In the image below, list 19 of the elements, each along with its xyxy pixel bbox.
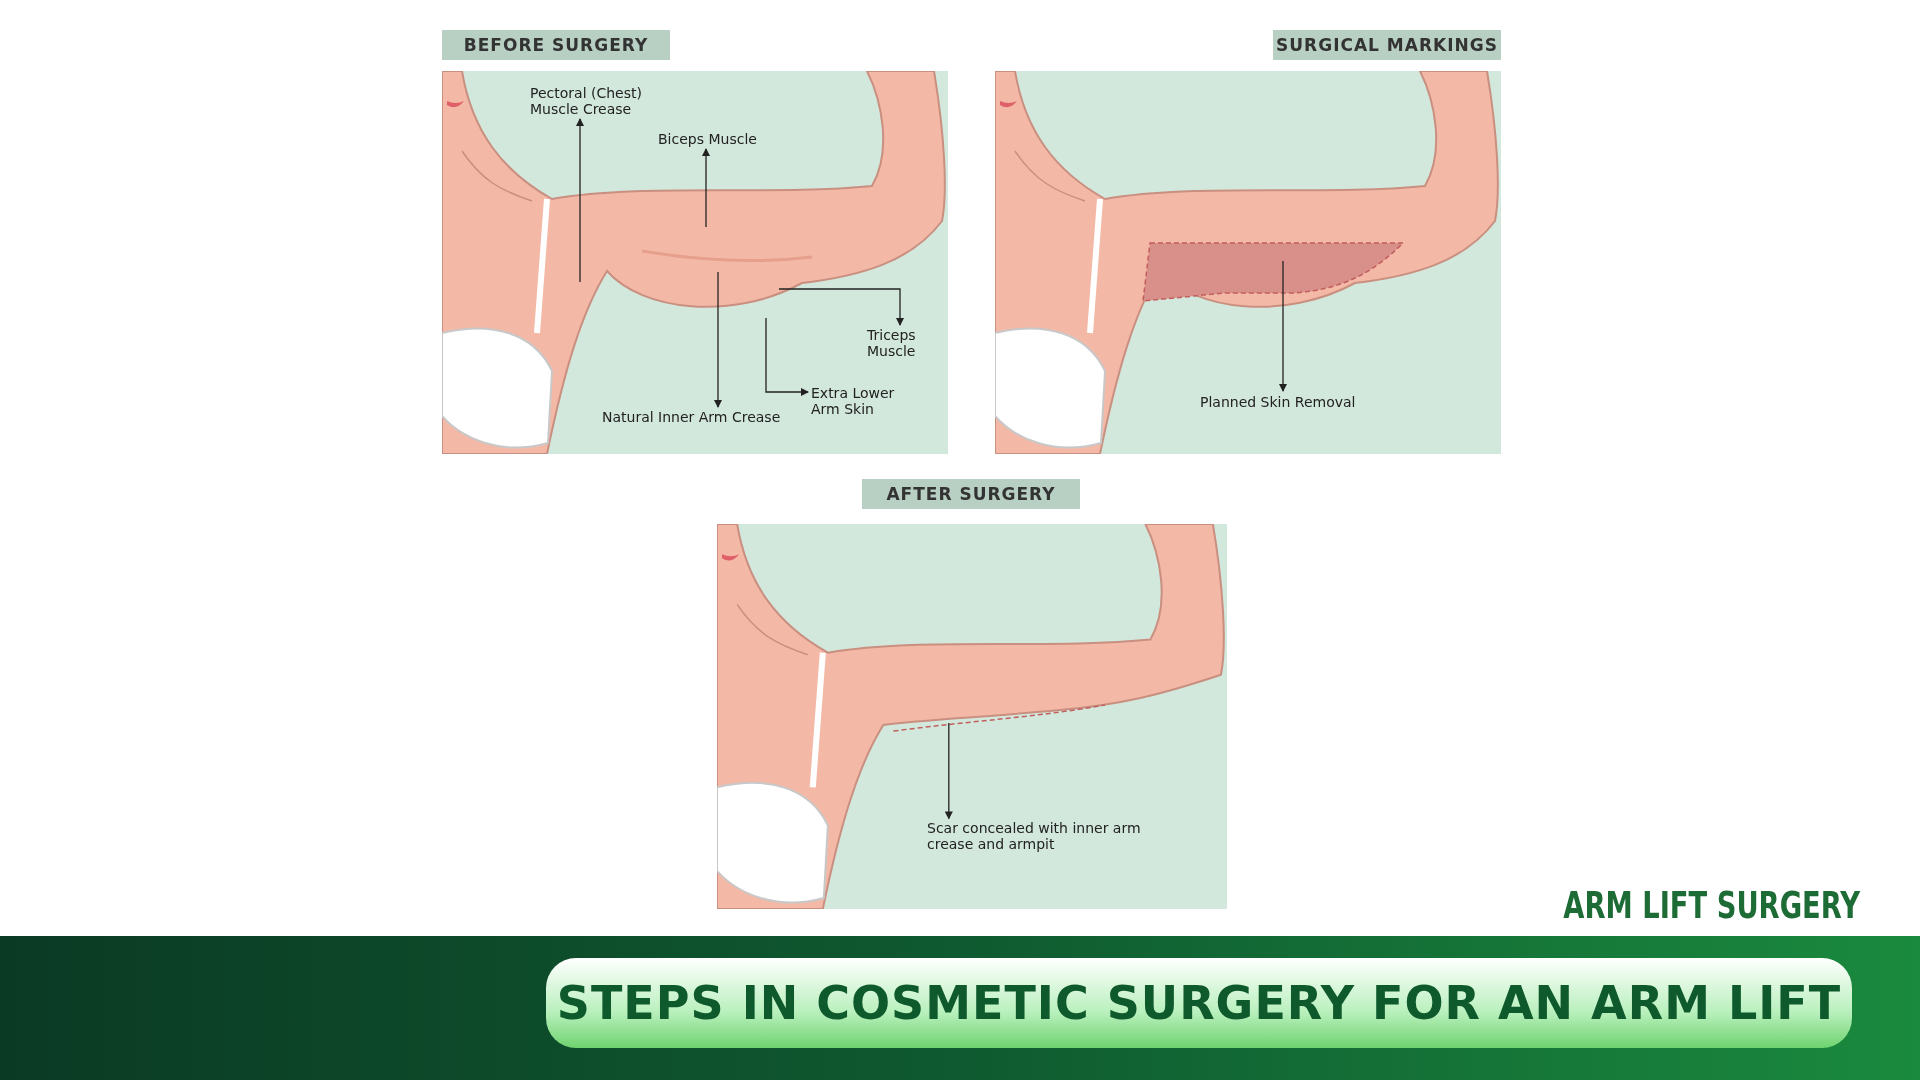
panel-heading: AFTER SURGERY — [862, 479, 1080, 509]
anatomy-label: Triceps Muscle — [867, 327, 937, 359]
banner-title: STEPS IN COSMETIC SURGERY FOR AN ARM LIFT — [546, 958, 1852, 1048]
leader-line — [765, 317, 809, 396]
anatomy-label: Scar concealed with inner arm crease and armpit — [927, 820, 1187, 852]
leader-line — [944, 722, 953, 820]
leader-line — [1279, 260, 1287, 392]
leader-line — [714, 271, 722, 408]
anatomy-label: Natural Inner Arm Crease — [602, 409, 802, 425]
panel-heading: SURGICAL MARKINGS — [1273, 30, 1501, 60]
leader-line — [702, 148, 710, 228]
anatomy-label: Pectoral (Chest) Muscle Crease — [530, 85, 650, 117]
heading-text: ARM LIFT SURGERY — [1562, 882, 1860, 928]
panel-heading: BEFORE SURGERY — [442, 30, 670, 60]
leader-line — [778, 288, 904, 326]
leader-line — [576, 118, 584, 283]
anatomy-label: Planned Skin Removal — [1200, 394, 1400, 410]
anatomy-label: Biceps Muscle — [658, 131, 778, 147]
anatomy-label: Extra Lower Arm Skin — [811, 385, 911, 417]
